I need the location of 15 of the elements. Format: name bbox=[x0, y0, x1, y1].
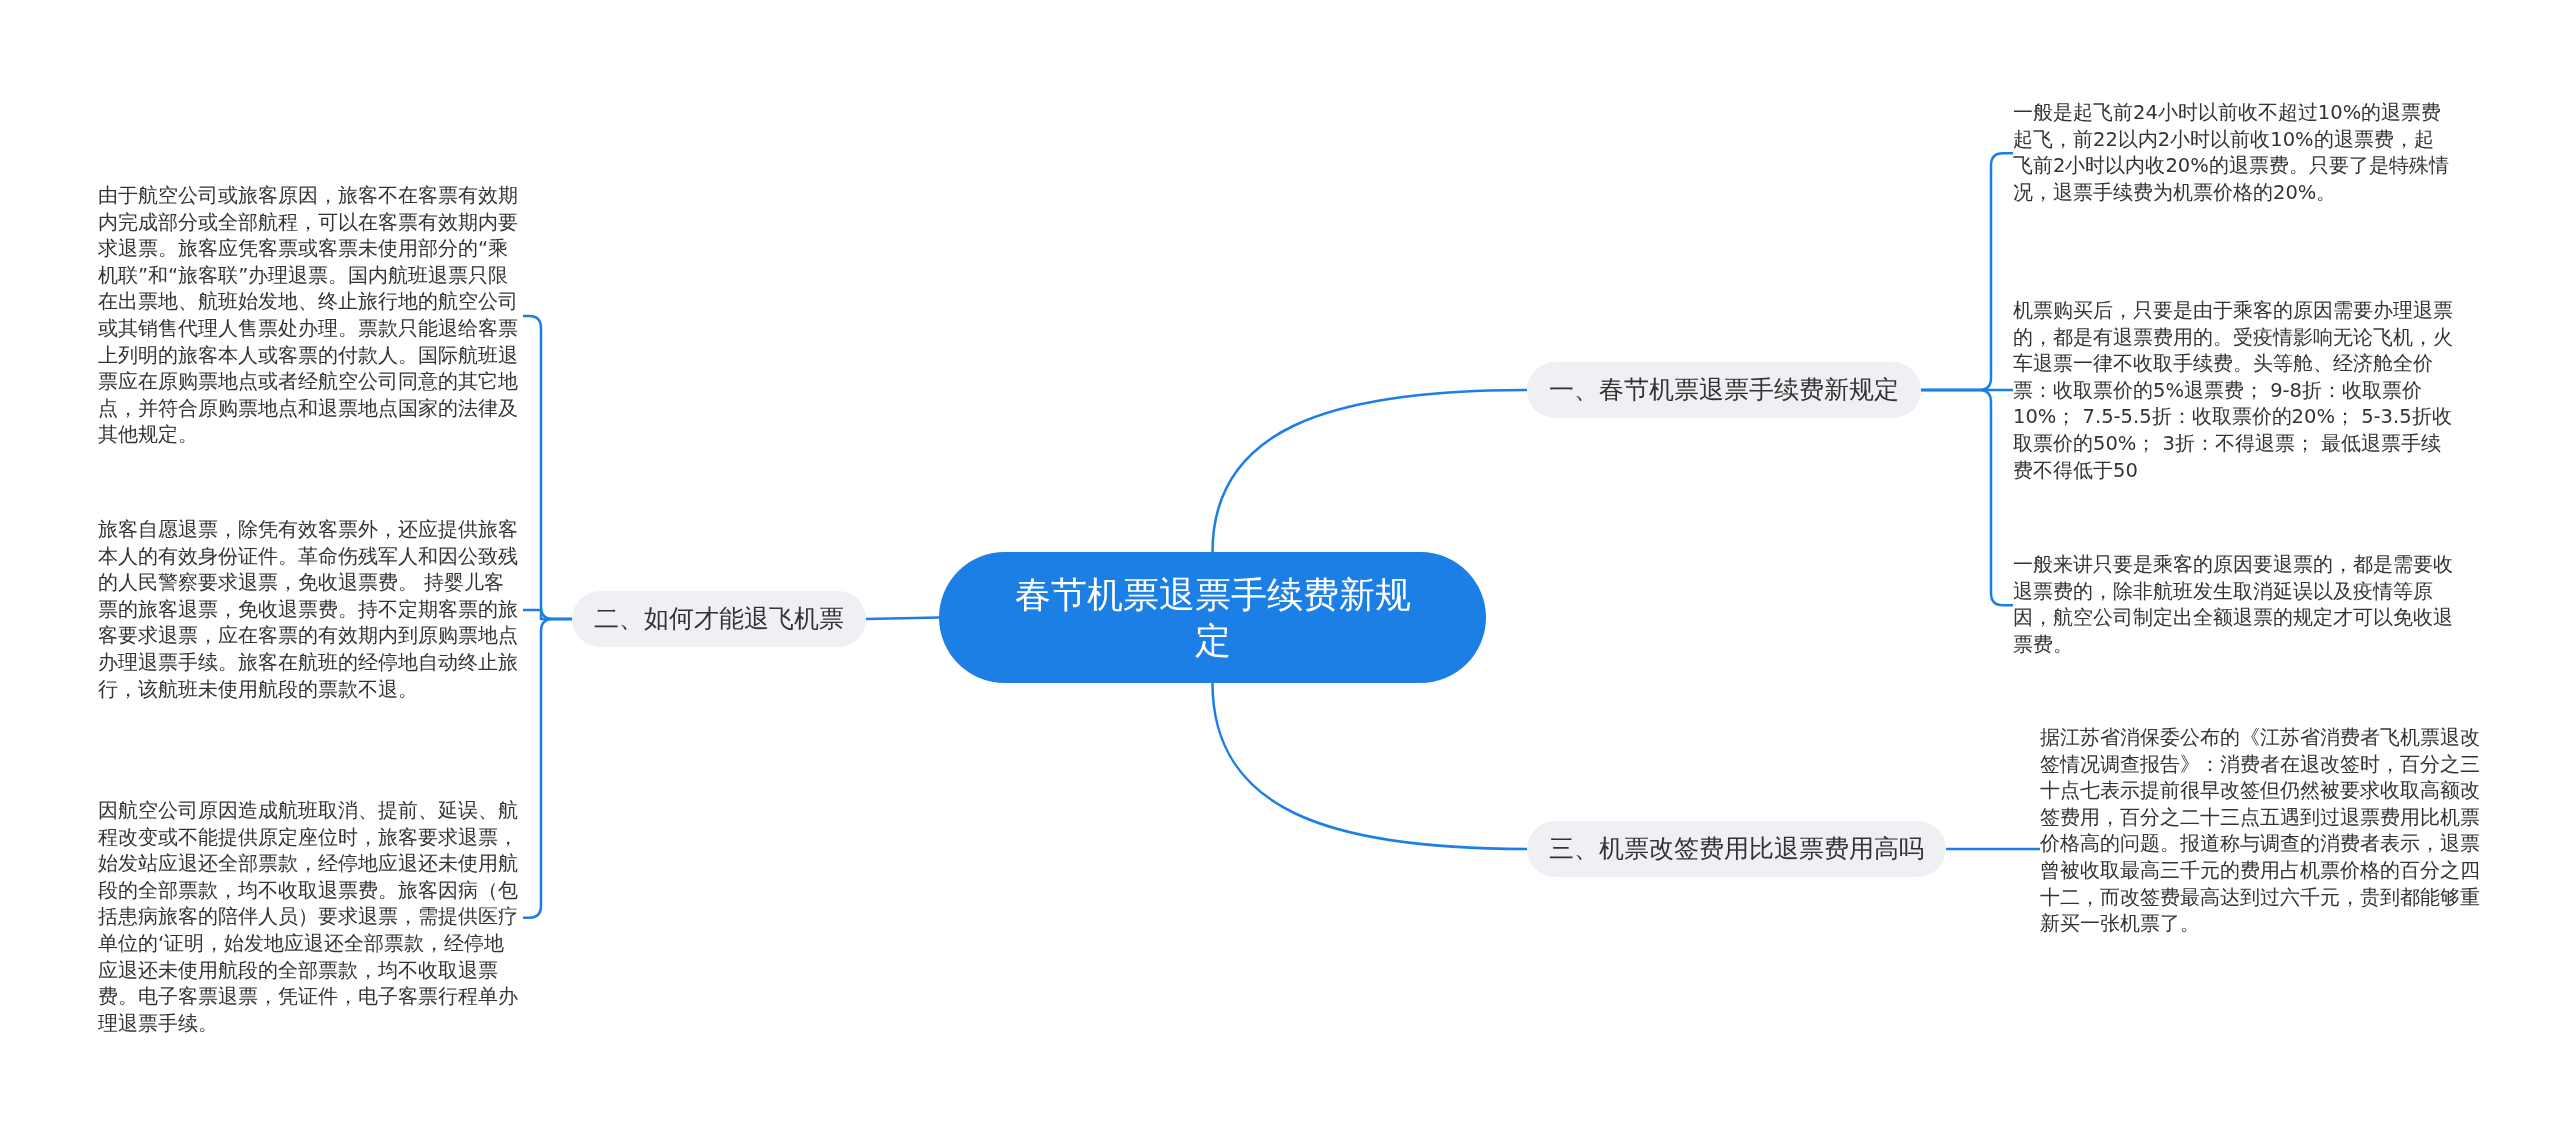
note-text: 机票购买后，只要是由于乘客的原因需要办理退票的，都是有退票费用的。受疫情影响无论飞机，火车退票一律不收取手续费。头等舱、经济舱全价票：收取票价的5%退票费； 9-8折：收取票价10%； 7.5-5.5折：收取票价的20%； 5-3.5折收取票价的50%； 3折：不得退票； 最低退票手续费不得低于50 bbox=[2013, 298, 2453, 485]
connector-line bbox=[865, 616, 940, 621]
note-text: 因航空公司原因造成航班取消、提前、延误、航程改变或不能提供原定座位时，旅客要求退票，始发站应退还全部票款，经停地应退还未使用航段的全部票款，均不收取退票费。旅客因病（包括患病旅客的陪伴人员）要求退票，需提供医疗单位的‘证明，始发地应退还全部票款，经停地应退还未使用航段的全部票款，均不收取退票费。电子客票退票，凭证件，电子客票行程单办理退票手续。 bbox=[98, 798, 523, 1038]
note-text: 一般来讲只要是乘客的原因要退票的，都是需要收退票费的，除非航班发生取消延误以及疫情等原因，航空公司制定出全额退票的规定才可以免收退票费。 bbox=[2013, 552, 2453, 659]
central-topic: 春节机票退票手续费新规定 bbox=[939, 552, 1486, 683]
note-text: 旅客自愿退票，除凭有效客票外，还应提供旅客本人的有效身份证件。革命伤残军人和因公致残的人民警察要求退票，免收退票费。 持婴儿客票的旅客退票，免收退票费。持不定期客票的旅客要求退票，应在客票的有效期内到原购票地点办理退票手续。旅客在航班的经停地自动终止旅行，该航班未使用航段的票款不退。 bbox=[98, 517, 523, 704]
connector-line bbox=[1211, 682, 1528, 851]
topic-pill: 二、如何才能退飞机票 bbox=[572, 591, 866, 647]
note-text: 据江苏省消保委公布的《江苏省消费者飞机票退改签情况调查报告》：消费者在退改签时，百分之三十点七表示提前很早改签但仍然被要求收取高额改签费用，百分之二十三点五遇到过退票费用比机票价格高的问题。报道称与调查的消费者表示，退票曾被收取最高三千元的费用占机票价格的百分之四十二，而改签费最高达到过六千元，贵到都能够重新买一张机票了。 bbox=[2040, 725, 2480, 938]
connector-line bbox=[1211, 388, 1528, 553]
topic-pill: 一、春节机票退票手续费新规定 bbox=[1527, 362, 1921, 418]
note-text: 一般是起飞前24小时以前收不超过10%的退票费起飞，前22以内2小时以前收10%的退票费，起飞前2小时以内收20%的退票费。只要了是特殊情况，退票手续费为机票价格的20%。 bbox=[2013, 100, 2453, 207]
topic-pill: 三、机票改签费用比退票费用高吗 bbox=[1527, 821, 1946, 877]
note-text: 由于航空公司或旅客原因，旅客不在客票有效期内完成部分或全部航程，可以在客票有效期内要求退票。旅客应凭客票或客票未使用部分的“乘机联”和“旅客联”办理退票。国内航班退票只限在出票地、航班始发地、终止旅行地的航空公司或其销售代理人售票处办理。票款只能退给客票上列明的旅客本人或客票的付款人。国际航班退票应在原购票地点或者经航空公司同意的其它地点，并符合原购票地点和退票地点国家的法律及其他规定。 bbox=[98, 183, 523, 449]
connector-line bbox=[1946, 847, 2040, 851]
